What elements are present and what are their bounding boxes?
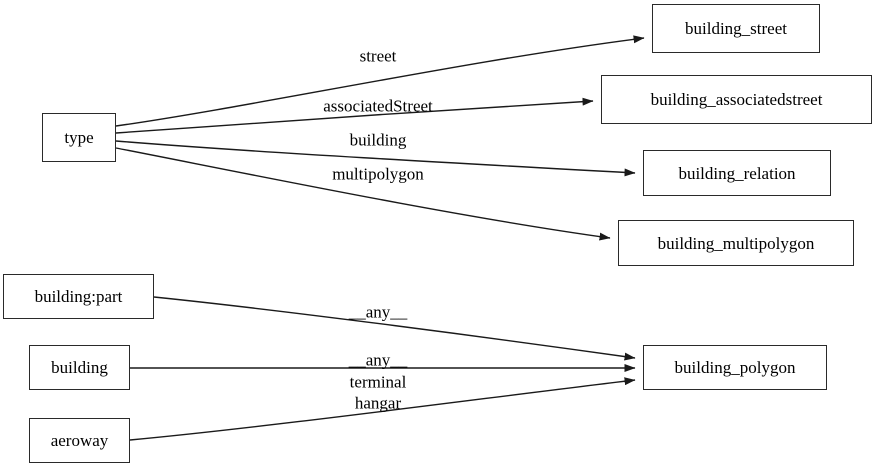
node-building-part[interactable]: building:part: [3, 274, 154, 319]
edge-label-hangar: hangar: [354, 393, 402, 413]
node-label: building:part: [34, 287, 123, 306]
node-label: aeroway: [50, 431, 109, 450]
node-label: building: [51, 358, 108, 377]
edge-label-associatedstreet: associatedStreet: [323, 96, 433, 116]
node-building-multipolygon[interactable]: building_multipolygon: [618, 220, 854, 266]
edge-label-multipolygon: multipolygon: [332, 164, 424, 184]
edge-label-terminal: terminal: [349, 372, 407, 392]
edge-label-any-part: __any__: [348, 302, 408, 322]
edge-label-any-building: __any__: [348, 350, 408, 370]
node-building-associatedstreet[interactable]: building_associatedstreet: [601, 75, 872, 124]
node-building[interactable]: building: [29, 345, 130, 390]
node-building-relation[interactable]: building_relation: [643, 150, 831, 196]
node-type[interactable]: type: [42, 113, 116, 162]
edge-label-street: street: [359, 46, 397, 66]
node-label: building_polygon: [674, 358, 796, 377]
edge-label-building: building: [349, 130, 407, 150]
node-aeroway[interactable]: aeroway: [29, 418, 130, 463]
node-building-polygon[interactable]: building_polygon: [643, 345, 827, 390]
node-label: building_multipolygon: [657, 233, 815, 253]
node-label: building_associatedstreet: [650, 90, 823, 109]
node-building-street[interactable]: building_street: [652, 4, 820, 53]
node-label: building_relation: [678, 163, 796, 183]
edge-type-to-building_multipolygon: [115, 147, 611, 241]
node-label: type: [64, 128, 94, 147]
node-label: building_street: [685, 19, 787, 38]
